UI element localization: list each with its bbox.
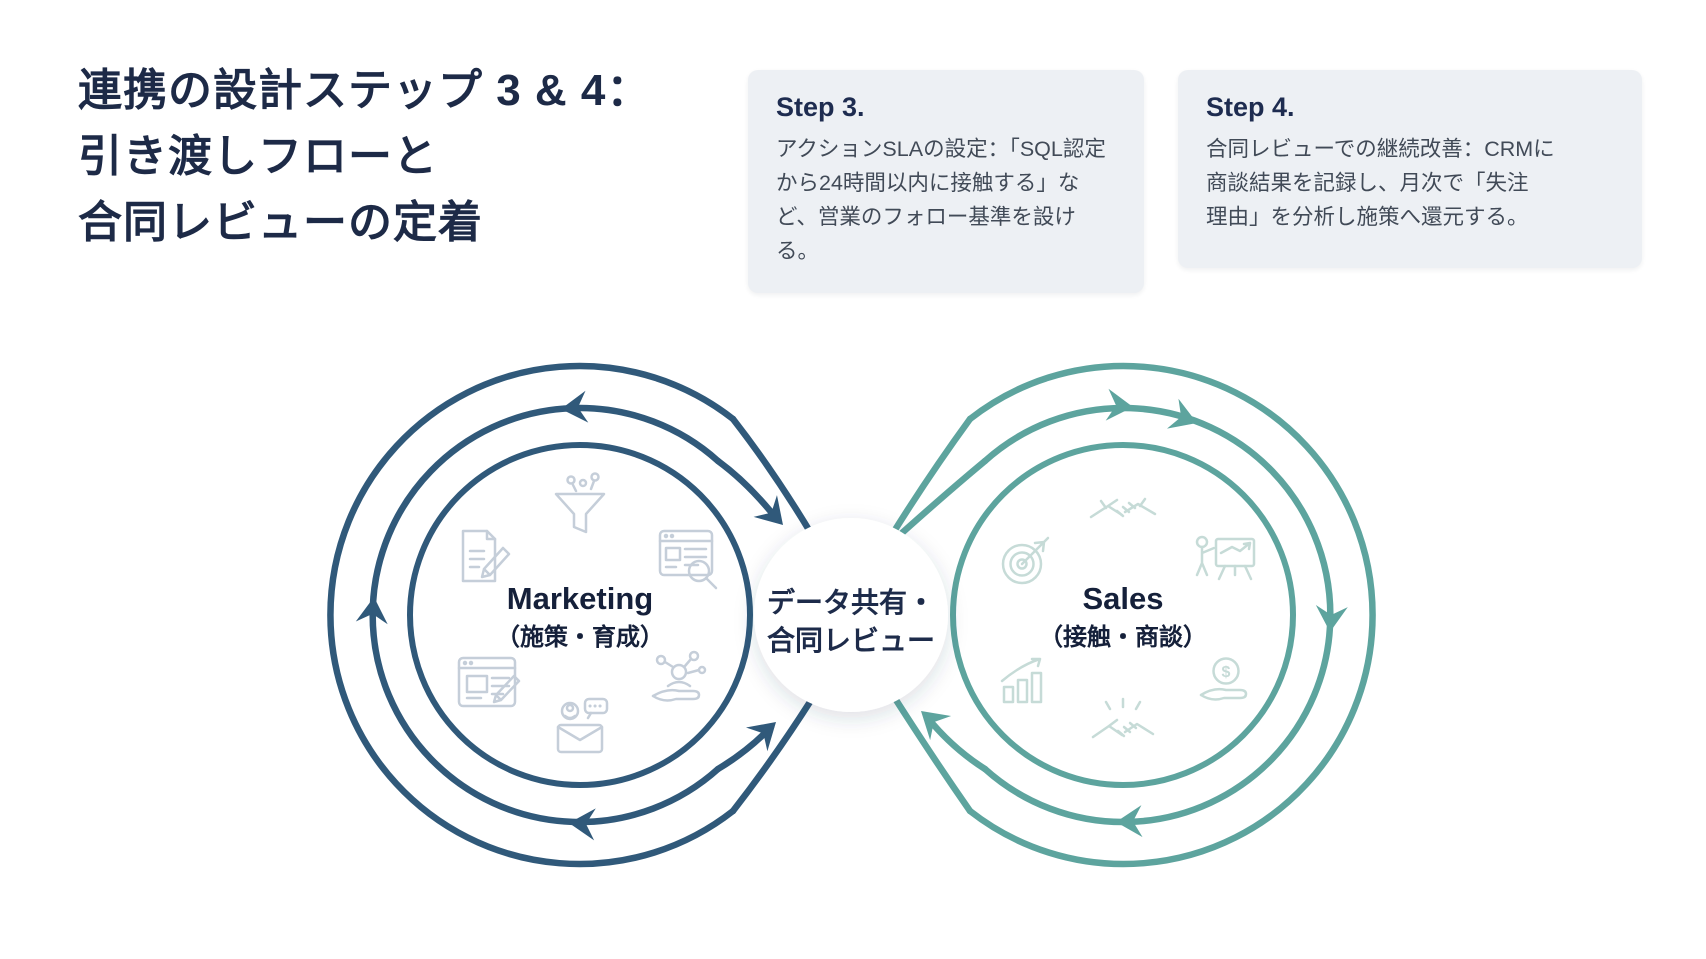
- step3-card: Step 3. アクションSLAの設定：「SQL認定 から24時間以内に接触する…: [748, 70, 1144, 293]
- email-contact-icon: [556, 697, 609, 754]
- marketing-outer-ring: [327, 362, 737, 868]
- arrow-bottom-west-icon: [569, 808, 596, 841]
- center-label-line2: 合同レビュー: [767, 624, 935, 656]
- webpage-edit-icon: [457, 656, 521, 708]
- title-line-1: 連携の設計ステップ 3 & 4：: [78, 66, 652, 115]
- sales-inner-ring: [950, 442, 1296, 788]
- sales-sublabel: （接触・商談）: [1039, 623, 1207, 651]
- arrow-to-center-teal-icon: [921, 711, 952, 741]
- sales-label: Sales: [1082, 581, 1163, 616]
- target-dart-icon: [1001, 536, 1050, 585]
- presentation-icon: [1195, 535, 1256, 581]
- title-line-3: 合同レビューの定着: [78, 198, 483, 247]
- marketing-arrow-line-top: [714, 457, 780, 522]
- arrow-to-center-lower-icon: [745, 722, 776, 752]
- document-pencil-icon: [461, 529, 511, 583]
- sales-icons: $: [1000, 497, 1256, 739]
- marketing-arrowheads: [355, 390, 783, 841]
- sales-outer-ring: [966, 362, 1376, 868]
- arrow-bottom-west-teal-icon: [1116, 805, 1143, 838]
- money-hand-icon: $: [1199, 657, 1248, 701]
- arrow-left-north-icon: [355, 597, 388, 625]
- center-label-line1: データ共有・: [767, 586, 935, 618]
- step3-heading: Step 3.: [776, 92, 865, 122]
- arrow-right-south-icon: [1315, 604, 1348, 632]
- lead-nurture-hand-icon: [651, 650, 707, 702]
- arrow-top-west-icon: [561, 390, 589, 423]
- step4-card: Step 4. 合同レビューでの継続改善：CRMに 商談結果を記録し、月次で「失…: [1178, 70, 1642, 268]
- arrow-top-east-1-icon: [1105, 388, 1133, 421]
- svg-text:$: $: [1222, 664, 1231, 681]
- arrow-to-center-upper-icon: [753, 495, 783, 525]
- growth-chart-icon: [1000, 657, 1043, 704]
- title-line-2: 引き渡しフローと: [78, 132, 438, 181]
- sales-arrowheads: [921, 388, 1348, 838]
- deal-handshake-icon: [1091, 697, 1155, 739]
- handshake-icon: [1089, 497, 1157, 519]
- marketing-inner-ring: [407, 442, 753, 788]
- marketing-label: Marketing: [507, 581, 653, 616]
- step3-body: アクションSLAの設定：「SQL認定 から24時間以内に接触する」な ど、営業の…: [776, 137, 1106, 263]
- step4-body: 合同レビューでの継続改善：CRMに 商談結果を記録し、月次で「失注 理由」を分析…: [1206, 137, 1555, 229]
- center-hub: データ共有・ 合同レビュー: [754, 518, 948, 712]
- arrow-top-east-2-icon: [1166, 398, 1197, 429]
- marketing-arrow-line-bottom: [714, 723, 775, 773]
- page-title: 連携の設計ステップ 3 & 4： 引き渡しフローと 合同レビューの定着: [78, 58, 651, 256]
- funnel-icon: [554, 472, 606, 534]
- marketing-icons: [457, 472, 718, 754]
- webpage-search-icon: [658, 529, 718, 590]
- step4-heading: Step 4.: [1206, 92, 1295, 122]
- marketing-sublabel: （施策・育成）: [496, 623, 664, 651]
